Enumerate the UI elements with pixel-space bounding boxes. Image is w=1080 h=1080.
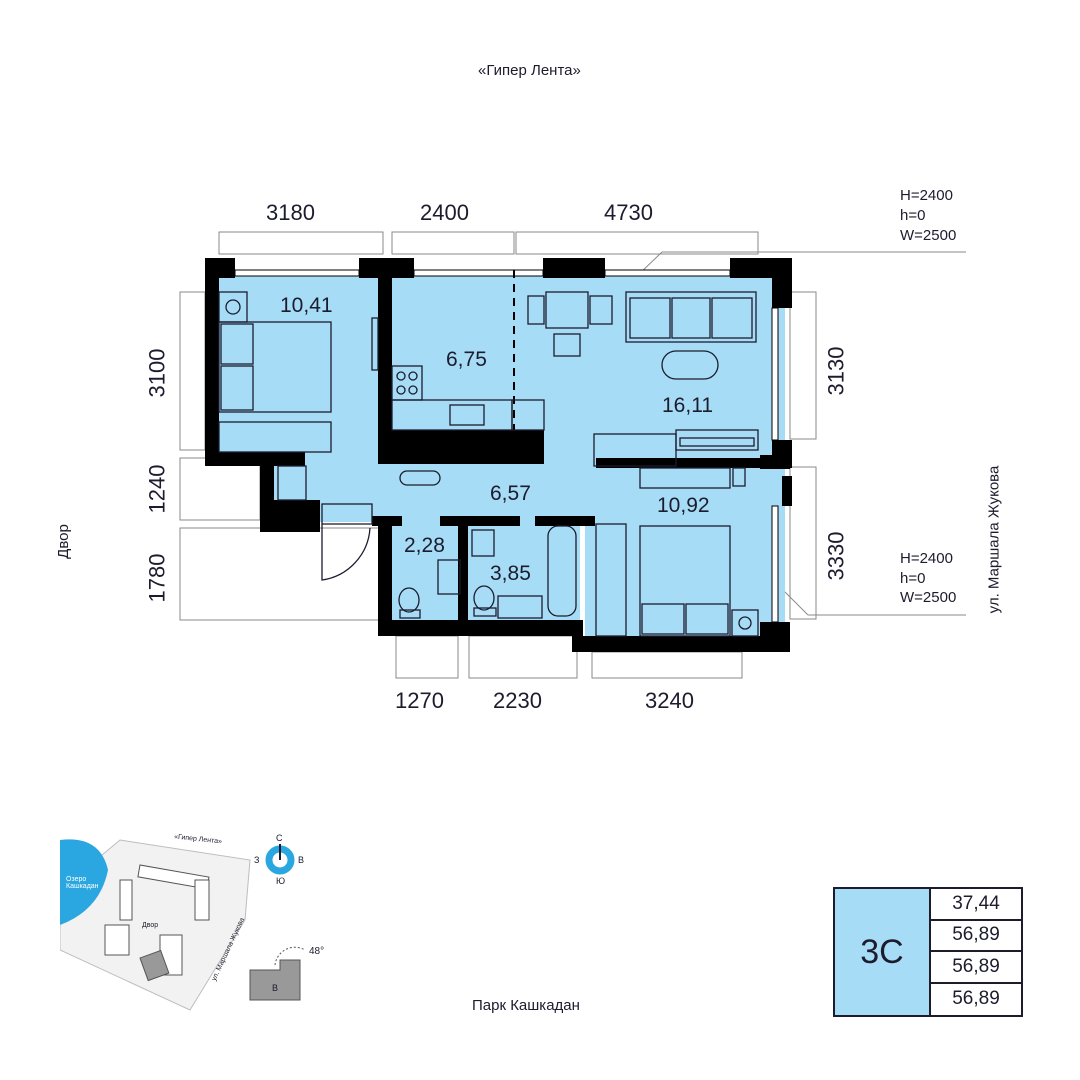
- compass-e: В: [298, 855, 305, 865]
- area-value: 37,44: [931, 889, 1021, 921]
- room-wc-area: 2,28: [404, 534, 445, 557]
- room-hall-area: 6,57: [490, 482, 531, 505]
- compass-s: Ю: [276, 876, 286, 886]
- compass-w: З: [254, 855, 260, 865]
- apartment-type: 3С: [835, 889, 931, 1015]
- dim-left-2: 1240: [144, 464, 170, 514]
- top-street-label: «Гипер Лента»: [478, 62, 581, 79]
- window-top-H: H=2400: [900, 187, 953, 204]
- windows: [234, 269, 779, 623]
- room-bedroom2-area: 10,92: [657, 494, 710, 517]
- dim-top-1: 3180: [266, 200, 315, 225]
- dim-left-3: 1780: [144, 553, 170, 603]
- dim-bottom-3: 3240: [645, 688, 694, 713]
- room-kitchen-area: 6,75: [446, 348, 487, 371]
- apartment-summary: 3С 37,44 56,89 56,89 56,89: [833, 887, 1023, 1017]
- room-living-area: 16,11: [662, 394, 713, 417]
- area-value: 56,89: [931, 952, 1021, 984]
- rotation-arrow-icon: [274, 946, 306, 966]
- window-bottom-H: H=2400: [900, 550, 953, 567]
- minimap-yard-label: Двор: [142, 922, 159, 929]
- lake-shape: [60, 839, 108, 925]
- dim-bottom-1: 1270: [395, 688, 444, 713]
- window-top-W: W=2500: [900, 227, 957, 244]
- minimap-section: В: [272, 983, 279, 993]
- dim-top-3: 4730: [604, 200, 653, 225]
- area-list: 37,44 56,89 56,89 56,89: [931, 889, 1021, 1015]
- site-minimap: [60, 839, 306, 1011]
- dim-left-1: 3100: [144, 348, 170, 398]
- minimap-angle: 48°: [309, 946, 325, 957]
- dim-right-2: 3330: [823, 531, 849, 581]
- walls: [205, 258, 792, 652]
- dim-bottom-2: 2230: [493, 688, 542, 713]
- area-value: 56,89: [952, 988, 1000, 1010]
- furniture: [218, 291, 759, 637]
- area-value: 56,89: [931, 921, 1021, 952]
- minimap-lake-label: Озеро Кашкадан: [66, 876, 99, 890]
- window-bottom-W: W=2500: [900, 589, 957, 606]
- room-bath-area: 3,85: [490, 562, 531, 585]
- compass-n: С: [276, 833, 283, 843]
- dim-top-2: 2400: [420, 200, 469, 225]
- section-shape: [249, 959, 301, 1001]
- dim-right-1: 3130: [823, 346, 849, 396]
- highlight-building: [139, 949, 170, 982]
- bottom-street-label: Парк Кашкадан: [472, 997, 580, 1014]
- room-bedroom1-area: 10,41: [280, 294, 333, 317]
- window-bottom-h: h=0: [900, 570, 926, 587]
- window-top-h: h=0: [900, 207, 926, 224]
